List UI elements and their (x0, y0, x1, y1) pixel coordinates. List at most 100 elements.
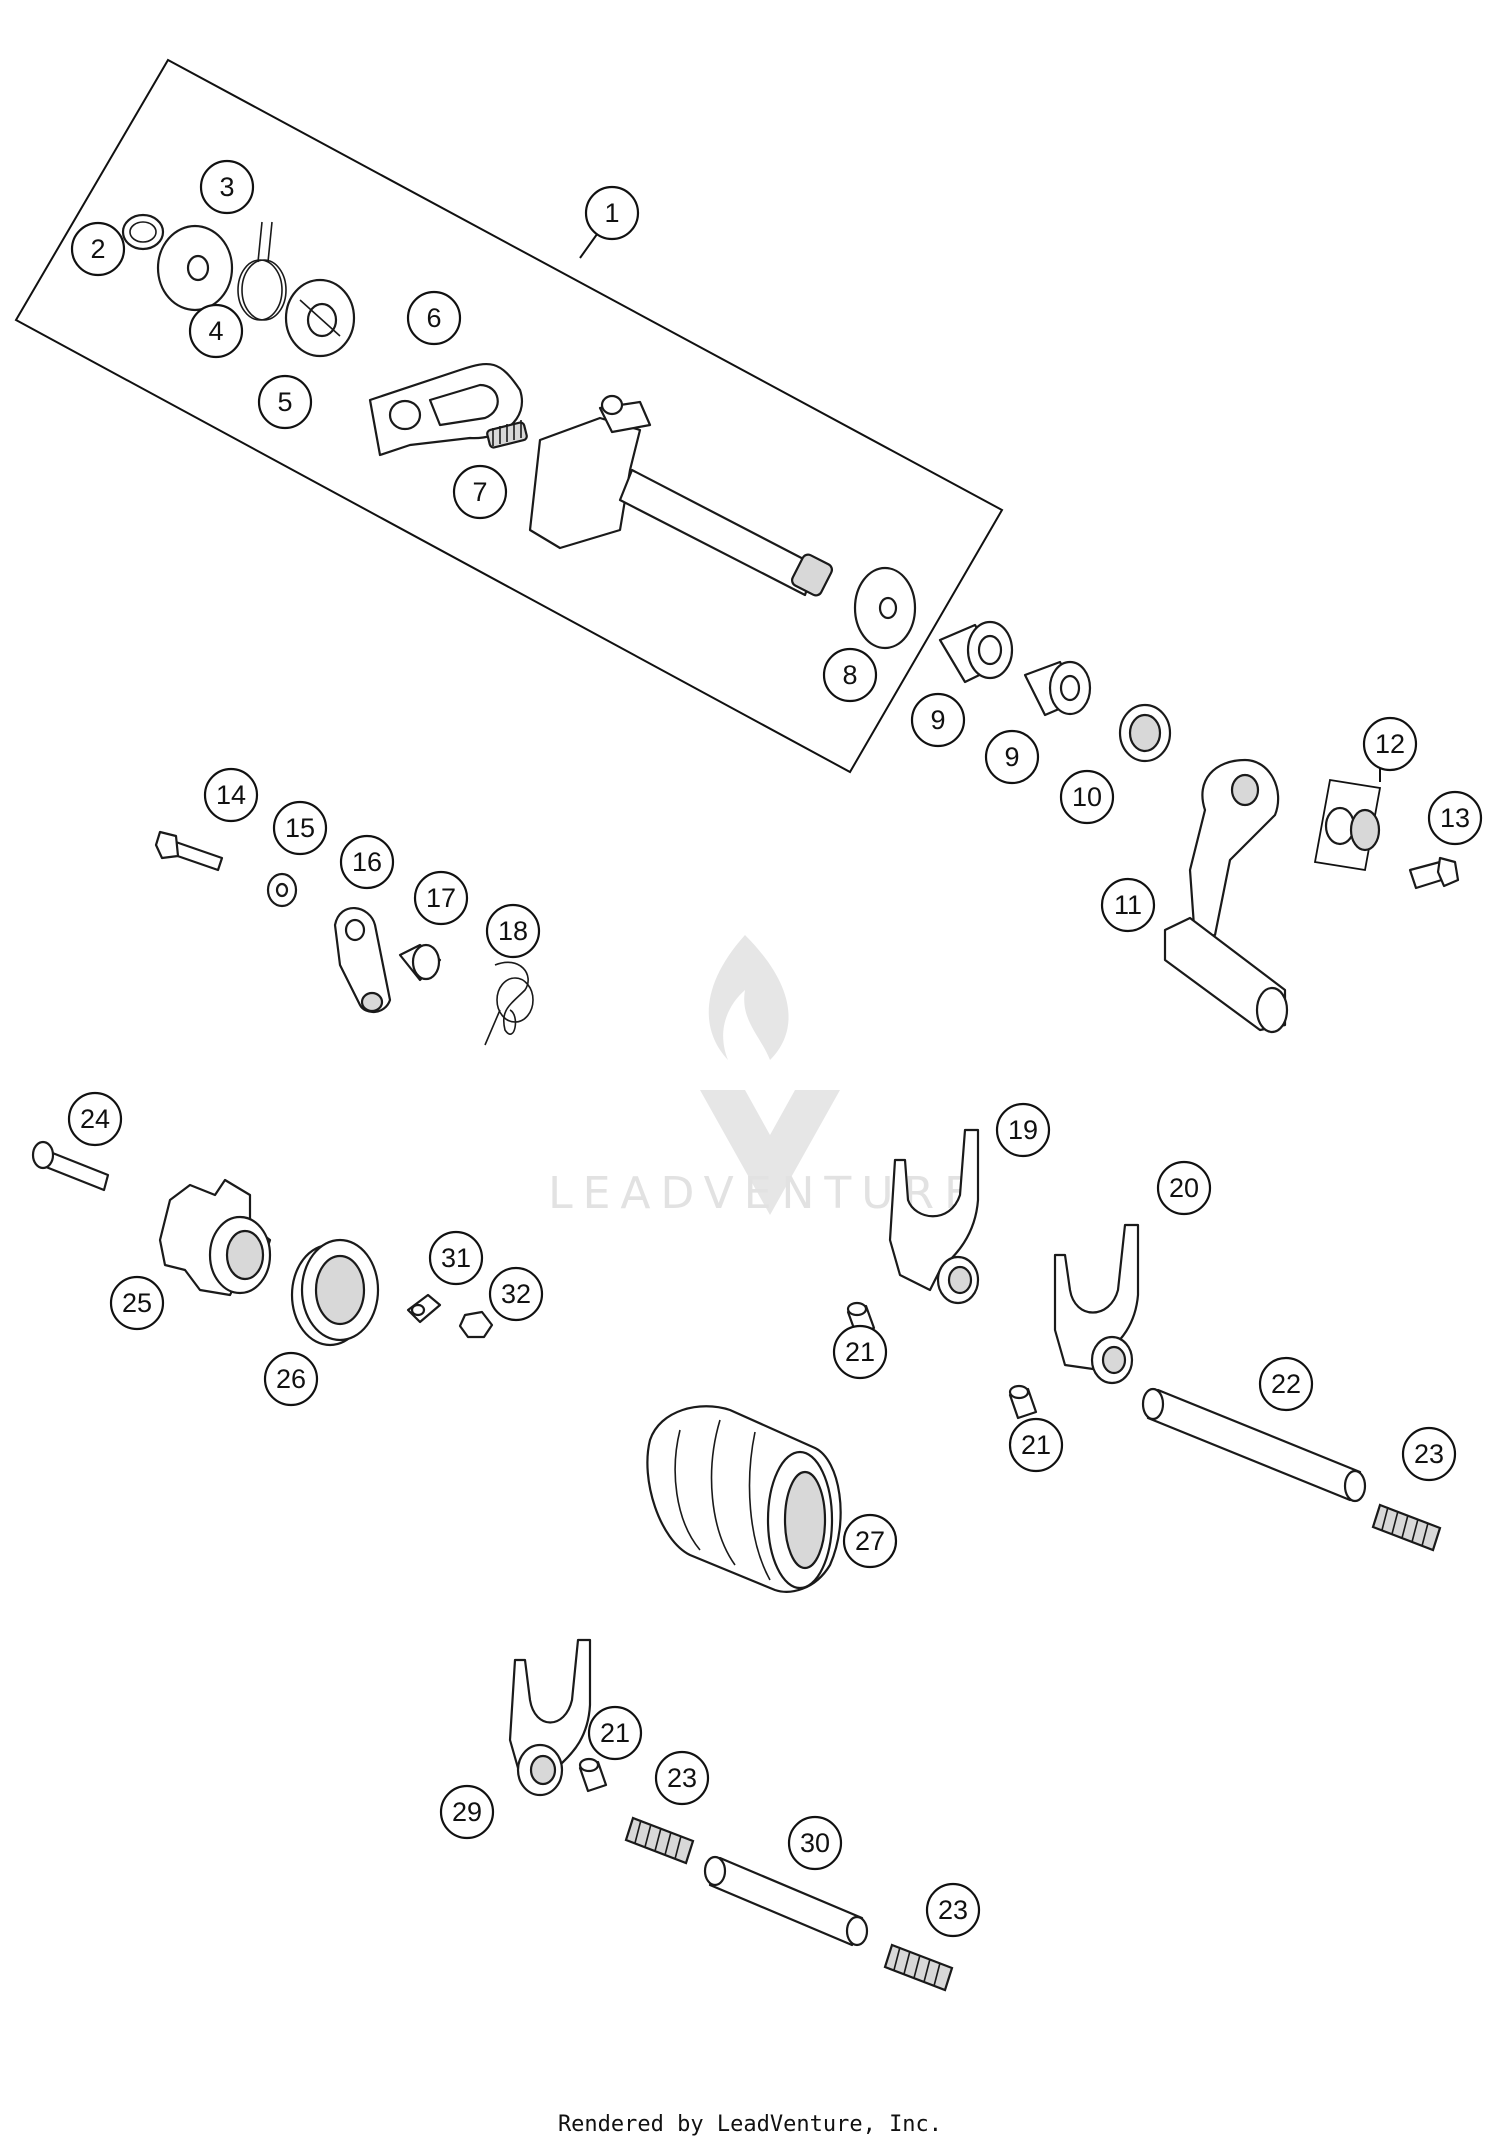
callout-label: 9 (930, 705, 945, 735)
callout-label: 27 (855, 1526, 885, 1556)
callout-circle (832, 1324, 888, 1380)
callout-circle (428, 1230, 484, 1286)
washer-part (156, 224, 234, 312)
callout-20: 20 (1156, 1160, 1212, 1216)
callout-circle (584, 185, 640, 241)
callout-label: 15 (285, 813, 315, 843)
callout-circle (109, 1275, 165, 1331)
callout-circle (488, 1266, 544, 1322)
callout-circle (188, 303, 244, 359)
callout-27: 27 (842, 1513, 898, 1569)
shaft-washer-part (853, 566, 917, 650)
spring-part-23-c (883, 1943, 954, 1992)
locking-lever-part (333, 907, 392, 1013)
callout-circle (1059, 769, 1115, 825)
callout-label: 9 (1004, 742, 1019, 772)
callout-label: 3 (219, 172, 234, 202)
callout-label: 22 (1271, 1369, 1301, 1399)
callout-circle (257, 374, 313, 430)
callout-19: 19 (995, 1102, 1051, 1158)
callout-circle (654, 1750, 710, 1806)
callout-label: 19 (1008, 1115, 1038, 1145)
compression-spring-part (486, 420, 528, 449)
shift-drum-star-part (158, 1178, 272, 1297)
callout-label: 8 (842, 660, 857, 690)
callout-circle (406, 290, 462, 346)
callout-label: 23 (938, 1895, 968, 1925)
callout-circle (272, 800, 328, 856)
callout-7: 7 (452, 464, 508, 520)
screw-part-32 (458, 1310, 494, 1339)
callout-label: 13 (1440, 803, 1470, 833)
callout-label: 11 (1114, 890, 1142, 920)
callout-label: 23 (1414, 1439, 1444, 1469)
callout-4: 4 (188, 303, 244, 359)
washer-kit-part (1313, 778, 1382, 872)
fork-shaft-part-22 (1141, 1387, 1367, 1503)
callout-circle (1401, 1426, 1457, 1482)
callout-12: 12 (1362, 716, 1418, 772)
callout-circle (263, 1351, 319, 1407)
callout-25: 25 (109, 1275, 165, 1331)
callout-23: 23 (925, 1882, 981, 1938)
callout-24: 24 (67, 1091, 123, 1147)
callout-label: 21 (845, 1337, 875, 1367)
ball-bearing-part (290, 1238, 380, 1347)
callout-label: 17 (426, 883, 456, 913)
shift-fork-part-19 (888, 1128, 980, 1305)
callout-23: 23 (1401, 1426, 1457, 1482)
callout-circle (587, 1705, 643, 1761)
callout-31: 31 (428, 1230, 484, 1286)
leadventure-watermark: LEADVENTURE (548, 935, 972, 1219)
callout-14: 14 (203, 767, 259, 823)
shift-lever-part (1163, 758, 1289, 1034)
callout-label: 10 (1072, 782, 1102, 812)
shift-drum-part (646, 1405, 842, 1593)
callout-10: 10 (1059, 769, 1115, 825)
callout-16: 16 (339, 834, 395, 890)
shift-fork-part-20 (1053, 1223, 1140, 1385)
bushing-part-a (938, 620, 1014, 684)
callout-label: 6 (426, 303, 441, 333)
callout-1: 1 (584, 185, 640, 241)
callout-circle (1258, 1356, 1314, 1412)
callout-30: 30 (787, 1815, 843, 1871)
callout-group: 1234567899101112131415161718192021212122… (67, 159, 1483, 1938)
lever-bolt-part (1408, 856, 1460, 890)
callout-label: 26 (276, 1364, 306, 1394)
callout-label: 32 (501, 1279, 531, 1309)
shift-fork-part-29 (508, 1638, 592, 1797)
callout-21: 21 (587, 1705, 643, 1761)
callout-circle (842, 1513, 898, 1569)
shift-plate-part (368, 362, 523, 457)
callout-circle (485, 903, 541, 959)
roller-part (398, 943, 442, 982)
callout-8: 8 (822, 647, 878, 703)
callout-6: 6 (406, 290, 462, 346)
callout-18: 18 (485, 903, 541, 959)
callout-21: 21 (1008, 1417, 1064, 1473)
torsion-spring-part (237, 221, 287, 321)
screw-part-24 (31, 1140, 110, 1192)
spring-part-23-b (624, 1816, 695, 1865)
callout-13: 13 (1427, 790, 1483, 846)
callout-5: 5 (257, 374, 313, 430)
callout-label: 21 (600, 1718, 630, 1748)
callout-circle (787, 1815, 843, 1871)
callout-label: 23 (667, 1763, 697, 1793)
washer-part-15 (266, 872, 298, 908)
callout-label: 7 (472, 477, 487, 507)
callout-label: 16 (352, 847, 382, 877)
bushing-part-b (1023, 660, 1092, 717)
spring-part-23-a (1371, 1503, 1442, 1552)
callout-15: 15 (272, 800, 328, 856)
callout-label: 21 (1021, 1430, 1051, 1460)
screw-part-14 (154, 830, 224, 872)
callout-21: 21 (832, 1324, 888, 1380)
callout-label: 25 (122, 1288, 152, 1318)
fork-shaft-part-30 (703, 1855, 869, 1947)
callout-label: 1 (604, 198, 619, 228)
circlip-part (121, 213, 165, 251)
callout-circle (910, 692, 966, 748)
